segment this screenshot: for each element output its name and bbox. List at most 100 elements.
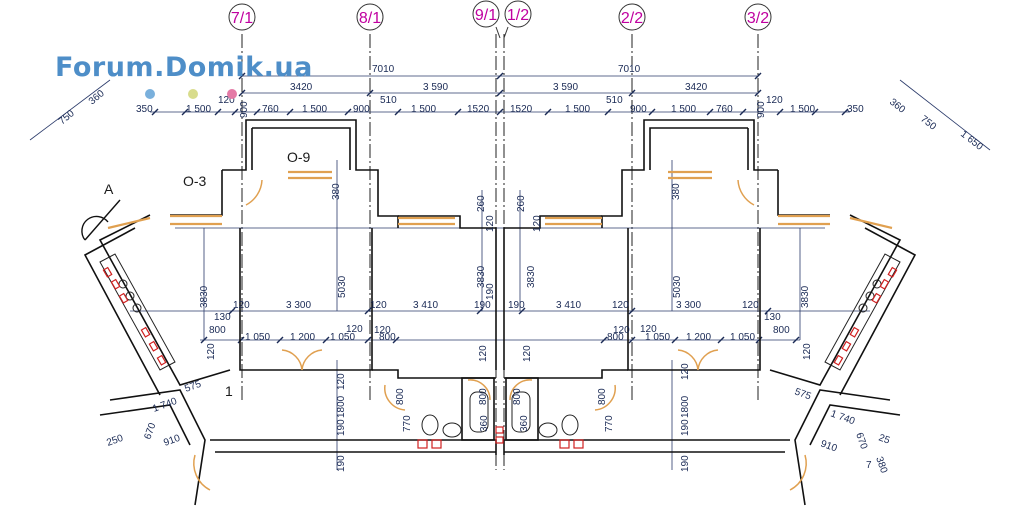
vert-dim: 3830 <box>199 285 210 308</box>
vert-small: 120 <box>532 215 543 232</box>
low-dim: 1 200 <box>290 332 315 343</box>
corner-dim: 670 <box>853 431 869 451</box>
watermark-dot <box>188 89 198 99</box>
low-120: 120 <box>374 325 391 336</box>
low-vert: 120 <box>680 363 691 380</box>
vert-dim: 5030 <box>337 275 348 298</box>
vert-small: 120 <box>485 215 496 232</box>
row3-dim: 350 <box>847 104 864 115</box>
vert-small: 380 <box>331 183 342 200</box>
watermark: Forum.Domik.ua <box>55 52 313 83</box>
vert-small: 260 <box>476 195 487 212</box>
corner-dim: 380 <box>873 455 889 475</box>
overall-dim: 7010 <box>618 64 641 75</box>
row3-dim: 510 <box>606 95 623 106</box>
svg-text:8/1: 8/1 <box>359 10 381 27</box>
mid-dim: 3 300 <box>676 300 701 311</box>
kitchen-fixtures <box>99 253 901 438</box>
dimension-labels: 7010 7010 3420 3 590 3 590 3420 350 1 50… <box>57 64 985 475</box>
low-120: 120 <box>206 343 217 360</box>
section-label: A <box>104 181 114 197</box>
row3-dim: 1 500 <box>186 104 211 115</box>
low-vert: 190 <box>336 419 347 436</box>
corner-dim: 670 <box>142 421 158 441</box>
low-120: 120 <box>613 325 630 336</box>
row3-dim: 350 <box>136 104 153 115</box>
vert-small: 260 <box>516 195 527 212</box>
mid-dim: 3 410 <box>556 300 581 311</box>
walls <box>83 119 917 506</box>
axis-marker: 1/2 <box>504 0 532 28</box>
corner-dim: 575 <box>793 386 813 402</box>
top-dim: 3420 <box>685 82 708 93</box>
mid-dim: 190 <box>508 300 525 311</box>
diag-dim: 750 <box>918 114 938 133</box>
row3-dim: 1520 <box>467 104 490 115</box>
row3-dim: 760 <box>262 104 279 115</box>
corner-dim: 910 <box>819 438 839 454</box>
mid-dim: 130 <box>214 312 231 323</box>
row3-dim: 1 500 <box>671 104 696 115</box>
mid-dim: 120 <box>370 300 387 311</box>
svg-text:2/2: 2/2 <box>621 10 643 27</box>
axis-marker: 2/2 <box>618 3 646 31</box>
section-marker <box>81 199 121 241</box>
low-dim: 1 050 <box>245 332 270 343</box>
bath-dim: 770 <box>604 415 615 432</box>
bath-dim: 360 <box>479 415 490 432</box>
row3-dim: 1 500 <box>302 104 327 115</box>
corner-dim: 7 <box>866 460 872 471</box>
row3-dim: 510 <box>380 95 397 106</box>
low-vert: 190 <box>680 455 691 472</box>
window-tag-o9: O-9 <box>287 149 311 165</box>
diag-dim: 360 <box>887 97 907 116</box>
row3-dim: 900 <box>353 104 370 115</box>
svg-text:1/2: 1/2 <box>507 7 529 24</box>
row3-dim: 1 500 <box>790 104 815 115</box>
bath-dim: 360 <box>519 415 530 432</box>
low-dim: 800 <box>209 325 226 336</box>
grid-number: 1 <box>225 383 233 399</box>
doors <box>193 179 807 491</box>
row3-dim: 760 <box>716 104 733 115</box>
mid-dim: 130 <box>764 312 781 323</box>
mid-dim: 120 <box>742 300 759 311</box>
kitchen-red-marks <box>102 266 898 449</box>
window-tag-o3: O-3 <box>183 173 207 189</box>
corner-dim: 250 <box>105 433 125 449</box>
top-dim: 3420 <box>290 82 313 93</box>
low-120: 120 <box>802 343 813 360</box>
axis-marker: 3/2 <box>744 3 772 31</box>
low-dim: 800 <box>379 332 396 343</box>
low-dim: 1 050 <box>645 332 670 343</box>
axis-markers: 7/1 8/1 9/1 1/2 2/2 3/2 <box>228 0 772 39</box>
side-dim: 900 <box>239 101 250 118</box>
low-dim: 120 <box>640 324 657 335</box>
low-vert: 120 <box>336 373 347 390</box>
corner-dim: 1 740 <box>829 408 857 427</box>
top-dim: 3 590 <box>553 82 578 93</box>
vert-dim: 3830 <box>526 265 537 288</box>
diag-dim: 1 650 <box>958 129 985 153</box>
low-dim: 1 050 <box>330 332 355 343</box>
row3-dim: 1 500 <box>411 104 436 115</box>
low-dim: 1 200 <box>686 332 711 343</box>
top-dim: 3 590 <box>423 82 448 93</box>
mid-dim: 120 <box>612 300 629 311</box>
watermark-dot <box>145 89 155 99</box>
windows <box>107 170 893 230</box>
mid-dim: 120 <box>233 300 250 311</box>
low-120: 120 <box>478 345 489 362</box>
axis-marker: 8/1 <box>356 3 384 31</box>
low-dim: 1 050 <box>730 332 755 343</box>
corner-dim: 910 <box>162 433 182 449</box>
svg-text:7/1: 7/1 <box>231 10 253 27</box>
svg-text:9/1: 9/1 <box>475 7 497 24</box>
vert-dim: 3830 <box>476 265 487 288</box>
bath-dim: 800 <box>512 388 523 405</box>
watermark-dot <box>227 89 237 99</box>
row3-dim: 1520 <box>510 104 533 115</box>
low-vert: 1800 <box>336 395 347 418</box>
overall-dim: 7010 <box>372 64 395 75</box>
